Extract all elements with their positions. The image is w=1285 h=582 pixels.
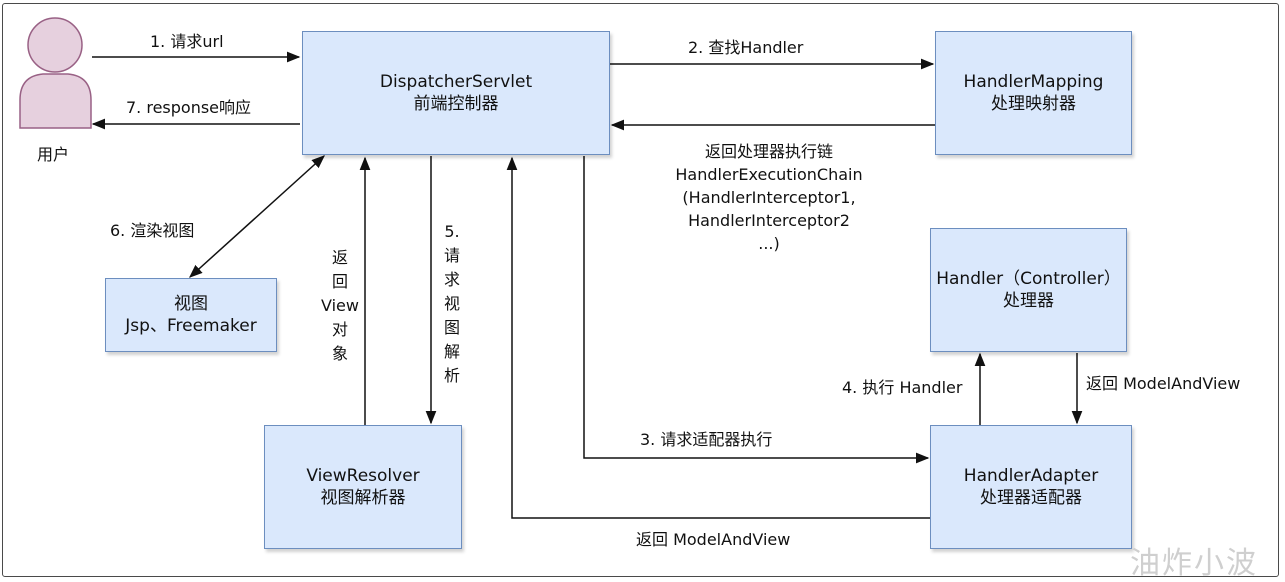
- label-return-view-char: 回: [331, 272, 348, 291]
- label-step5-char: 图: [443, 318, 460, 337]
- label-step5-char: 请: [443, 246, 460, 265]
- label-return-view-char: 对: [331, 320, 348, 339]
- label-step5-char: 解: [443, 342, 460, 361]
- arrow-request-adapter: [583, 156, 930, 464]
- arrow-render-view: [188, 155, 326, 278]
- handler-title: Handler（Controller）: [936, 269, 1121, 289]
- dispatcher-servlet-box: DispatcherServlet 前端控制器: [302, 31, 610, 155]
- dispatcher-subtitle: 前端控制器: [413, 94, 499, 114]
- user-caption: 用户: [37, 145, 70, 164]
- label-step5-char: 视: [443, 294, 460, 313]
- handler-box: Handler（Controller） 处理器: [930, 228, 1127, 352]
- view-resolver-box: ViewResolver 视图解析器: [264, 425, 462, 549]
- label-chain-line4: HandlerInterceptor2: [688, 211, 850, 230]
- watermark: 油炸小波: [1130, 546, 1258, 581]
- handler-adapter-box: HandlerAdapter 处理器适配器: [930, 425, 1132, 549]
- label-chain-line1: 返回处理器执行链: [704, 142, 833, 161]
- dispatcher-title: DispatcherServlet: [379, 72, 533, 92]
- handler-adapter-subtitle: 处理器适配器: [980, 488, 1082, 508]
- label-chain: 返回处理器执行链 HandlerExecutionChain (HandlerI…: [662, 140, 876, 255]
- label-step2: 2. 查找Handler: [688, 38, 804, 57]
- label-return-view-char: 返: [331, 248, 348, 267]
- handler-adapter-title: HandlerAdapter: [963, 466, 1099, 486]
- label-return-view-char: 象: [331, 344, 348, 363]
- view-resolver-subtitle: 视图解析器: [320, 488, 406, 508]
- label-chain-line3: (HandlerInterceptor1,: [682, 188, 856, 207]
- label-return-mav-right: 返回 ModelAndView: [1086, 374, 1241, 393]
- label-return-view-char: View: [321, 296, 359, 315]
- handler-mapping-subtitle: 处理映射器: [991, 94, 1076, 114]
- label-step7: 7. response响应: [126, 98, 252, 117]
- label-step1: 1. 请求url: [150, 32, 224, 51]
- label-step3: 3. 请求适配器执行: [640, 430, 773, 449]
- arrow-return-mav-bottom: [506, 156, 930, 519]
- label-step6: 6. 渲染视图: [110, 221, 195, 240]
- diagram-frame: [2, 3, 1279, 577]
- view-title: 视图: [174, 294, 208, 314]
- label-return-view-object: 返 回 View 对 象: [312, 246, 368, 366]
- handler-subtitle: 处理器: [1003, 291, 1054, 311]
- label-step4: 4. 执行 Handler: [842, 378, 963, 397]
- user-icon: [19, 17, 92, 129]
- label-chain-line2: HandlerExecutionChain: [675, 165, 863, 184]
- label-step5-char: 5.: [444, 222, 460, 241]
- handler-mapping-title: HandlerMapping: [963, 72, 1104, 92]
- label-step5-char: 求: [443, 270, 460, 289]
- view-resolver-title: ViewResolver: [306, 466, 420, 486]
- handler-mapping-box: HandlerMapping 处理映射器: [935, 31, 1132, 155]
- label-step5: 5. 请 求 视 图 解 析: [438, 220, 466, 388]
- label-return-mav-bottom: 返回 ModelAndView: [636, 530, 791, 549]
- label-chain-line5: ...): [758, 234, 780, 253]
- view-box: 视图 Jsp、Freemaker: [105, 278, 277, 352]
- view-subtitle: Jsp、Freemaker: [125, 316, 257, 336]
- label-step5-char: 析: [443, 366, 460, 385]
